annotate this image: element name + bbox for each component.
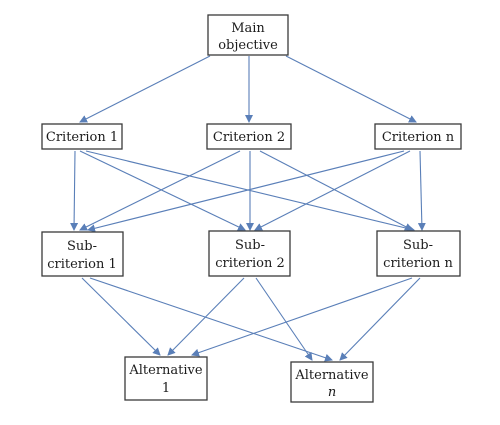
node-alternative-n: Alternative n xyxy=(290,361,374,403)
alternative-n-line-1: Alternative xyxy=(294,368,369,383)
subcriterion-2-line-1: Sub- xyxy=(235,238,265,253)
edges-group xyxy=(70,55,426,362)
edge-arrow-15 xyxy=(167,277,245,356)
subcriterion-1-line-2: criterion 1 xyxy=(47,257,117,272)
node-alternative-1: Alternative 1 xyxy=(124,356,208,401)
criterion-n-label: Criterion n xyxy=(382,130,455,145)
alternative-1-line-1: Alternative xyxy=(128,363,203,378)
edge-arrow-3 xyxy=(285,55,417,123)
node-subcriterion-2: Sub- criterion 2 xyxy=(208,230,291,277)
edge-arrow-11 xyxy=(254,150,411,231)
edge-arrow-18 xyxy=(339,277,421,361)
subcriterion-n-line-1: Sub- xyxy=(403,238,433,253)
node-criterion-n: Criterion n xyxy=(374,123,462,150)
edge-arrow-12 xyxy=(417,150,426,231)
subcriterion-1-line-1: Sub- xyxy=(67,239,97,254)
edge-arrow-4 xyxy=(70,150,79,231)
edge-arrow-9 xyxy=(259,150,413,231)
node-criterion-1: Criterion 1 xyxy=(41,123,123,150)
node-main-objective: Main objective xyxy=(207,14,289,56)
criterion-1-label: Criterion 1 xyxy=(46,130,118,145)
edge-arrow-16 xyxy=(255,277,313,361)
node-criterion-2: Criterion 2 xyxy=(206,123,292,150)
subcriterion-2-line-2: criterion 2 xyxy=(215,256,285,271)
edge-arrow-13 xyxy=(81,277,161,356)
edge-arrow-14 xyxy=(89,277,333,362)
alternative-1-line-2: 1 xyxy=(162,381,170,396)
edge-arrow-1 xyxy=(79,55,211,123)
edge-arrow-17 xyxy=(191,277,413,357)
main-objective-line-1: Main xyxy=(231,21,265,36)
edge-arrow-7 xyxy=(79,150,241,231)
main-objective-line-2: objective xyxy=(218,38,278,53)
node-subcriterion-n: Sub- criterion n xyxy=(376,230,461,277)
node-subcriterion-1: Sub- criterion 1 xyxy=(41,231,124,277)
edge-arrow-5 xyxy=(79,150,246,231)
edge-arrow-10 xyxy=(87,150,405,233)
alternative-n-line-2: n xyxy=(328,385,336,400)
criterion-2-label: Criterion 2 xyxy=(213,130,285,145)
subcriterion-n-line-2: criterion n xyxy=(383,256,453,271)
